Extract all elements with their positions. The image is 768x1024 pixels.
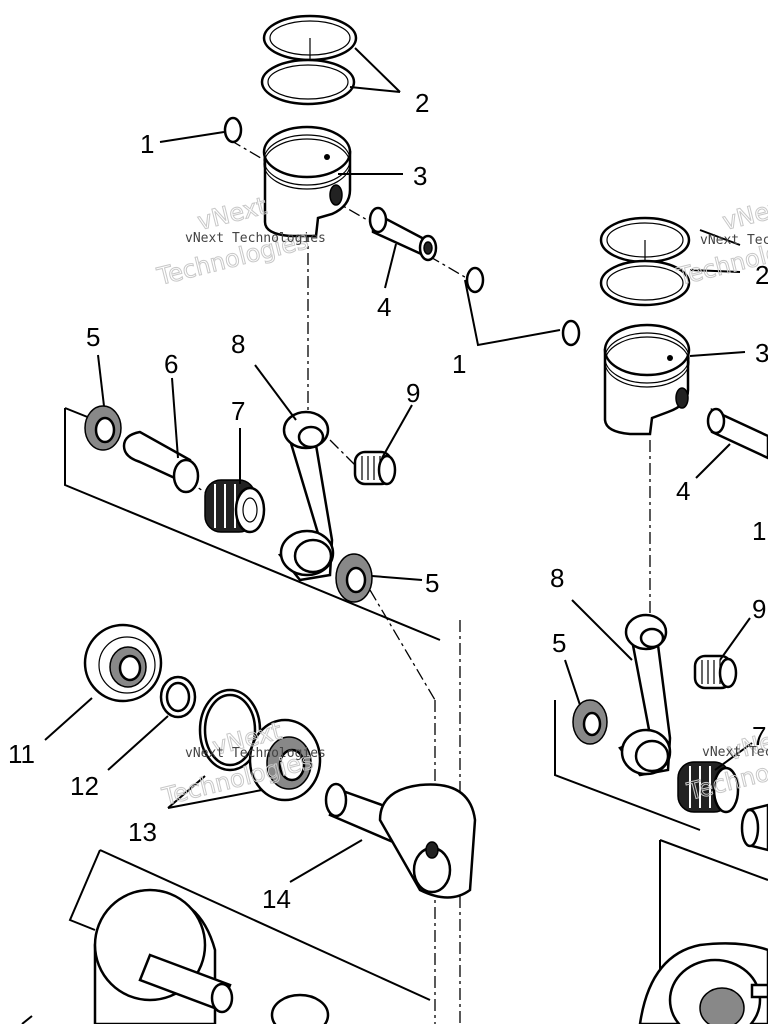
watermark-small-label: vNext Technologies — [702, 745, 768, 760]
piston-left — [262, 125, 352, 238]
circlip-left — [223, 116, 581, 347]
seal-ring-12 — [159, 675, 197, 719]
callout-7: 7 — [752, 721, 766, 751]
thrust-washer-right — [572, 699, 608, 745]
wrist-pin-right — [706, 407, 768, 460]
center-lines — [184, 139, 651, 1024]
callout-1: 1 — [452, 349, 466, 379]
callout-4: 4 — [377, 292, 391, 322]
callout-5: 5 — [425, 568, 439, 598]
callout-12: 12 — [70, 771, 99, 801]
watermark-small-label: vNext Technologies — [700, 233, 768, 248]
needle-bearing-small-left — [353, 450, 397, 486]
callout-9: 9 — [752, 594, 766, 624]
watermark-small-label: vNext Technologies — [185, 746, 326, 761]
piston-right — [603, 323, 691, 436]
callout-14: 14 — [262, 884, 291, 914]
watermark-small-label: vNext Technologies — [185, 231, 326, 246]
callout-13: 13 — [128, 817, 157, 847]
leader-lines — [44, 47, 753, 883]
callout-5: 5 — [552, 628, 566, 658]
callout-3: 3 — [755, 338, 768, 368]
callout-1: 1 — [140, 129, 154, 159]
needle-bearing-small-right — [693, 654, 738, 690]
callout-4: 4 — [676, 476, 690, 506]
callout-7: 7 — [231, 396, 245, 426]
main-bearing-11 — [83, 623, 163, 703]
crankshaft-half-14 — [324, 782, 477, 899]
watermark-big-vnext: vNext — [720, 192, 768, 236]
callout-9: 9 — [406, 378, 420, 408]
crankshaft-lower — [21, 888, 330, 1024]
piston-rings-left — [260, 14, 358, 106]
main-bearing-13 — [248, 718, 322, 802]
callout-2: 2 — [415, 88, 429, 118]
thrust-washer-left-top — [84, 405, 122, 451]
callout-1: 1 — [752, 516, 766, 546]
connecting-rod-right — [618, 613, 672, 777]
connecting-rod-left — [277, 410, 335, 582]
wrist-pin-left — [368, 206, 438, 262]
crank-pin-left — [122, 430, 200, 494]
callout-11: 11 — [8, 739, 35, 769]
watermark-big-vnext: vNext — [195, 192, 270, 236]
callout-8: 8 — [550, 563, 564, 593]
callout-2: 2 — [755, 260, 768, 290]
piston-rings-right — [599, 216, 691, 307]
crankshaft-right-lower — [638, 942, 768, 1024]
needle-bearing-big-left — [204, 479, 266, 534]
thrust-washer-left-lower — [335, 553, 373, 603]
callout-8: 8 — [231, 329, 245, 359]
needle-bearing-big-right — [677, 761, 740, 814]
callout-6: 6 — [164, 349, 178, 379]
crank-pin-right — [740, 803, 768, 852]
callout-3: 3 — [413, 161, 427, 191]
retainer-ring-13 — [198, 688, 262, 772]
callout-labels: 1 2 3 4 1 5 6 7 8 9 5 11 12 13 14 2 3 4 … — [8, 88, 768, 914]
callout-5: 5 — [86, 322, 100, 352]
